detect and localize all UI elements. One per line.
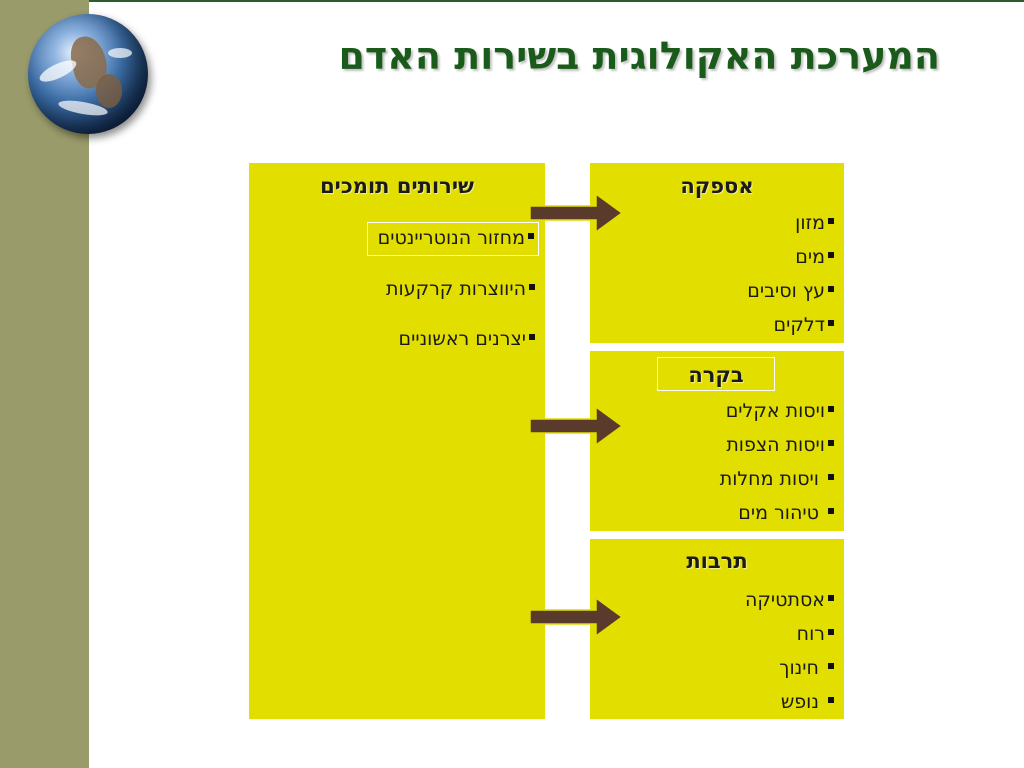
bullet-icon bbox=[828, 473, 834, 480]
list-item: נופש bbox=[745, 685, 834, 719]
list-item: אסתטיקה bbox=[745, 583, 834, 617]
bullet-icon bbox=[828, 251, 834, 258]
regulation-box: בקרה ויסות אקלים ויסות הצפות ויסות מחלות… bbox=[590, 351, 844, 531]
support-services-box: שירותים תומכים מחזור הנוטריינטים היווצרו… bbox=[249, 163, 545, 719]
list-item: רוח bbox=[745, 617, 834, 651]
support-services-list: מחזור הנוטריינטים היווצרות קרקעות יצרנים… bbox=[366, 222, 539, 374]
bullet-icon bbox=[529, 333, 535, 340]
bullet-icon bbox=[529, 283, 535, 290]
cultural-box: תרבות אסתטיקה רוח חינוך נופש bbox=[590, 539, 844, 719]
bullet-icon bbox=[528, 232, 534, 239]
list-item: מזון bbox=[747, 206, 834, 240]
slide-title: המערכת האקולוגית בשירות האדם bbox=[338, 34, 940, 78]
list-item: ויסות מחלות bbox=[720, 462, 834, 496]
bullet-icon bbox=[828, 285, 834, 292]
bullet-icon bbox=[828, 507, 834, 514]
support-services-heading: שירותים תומכים bbox=[320, 174, 474, 198]
bullet-icon bbox=[828, 405, 834, 412]
right-arrow-icon bbox=[529, 192, 624, 234]
bullet-icon bbox=[828, 594, 834, 601]
bullet-icon bbox=[828, 439, 834, 446]
list-item: טיהור מים bbox=[720, 496, 834, 530]
earth-globe-icon bbox=[28, 14, 148, 134]
list-item: ויסות אקלים bbox=[720, 394, 834, 428]
list-item: ויסות הצפות bbox=[720, 428, 834, 462]
bullet-icon bbox=[828, 628, 834, 635]
list-item: מחזור הנוטריינטים bbox=[366, 222, 539, 256]
bullet-icon bbox=[828, 217, 834, 224]
right-arrow-icon bbox=[529, 596, 624, 638]
bullet-icon bbox=[828, 319, 834, 326]
bullet-icon bbox=[828, 696, 834, 703]
regulation-heading: בקרה bbox=[657, 357, 775, 391]
provisioning-list: מזון מים עץ וסיבים דלקים bbox=[747, 206, 834, 342]
list-item: עץ וסיבים bbox=[747, 274, 834, 308]
right-arrow-icon bbox=[529, 405, 624, 447]
list-item: היווצרות קרקעות bbox=[367, 274, 535, 324]
list-item: מים bbox=[747, 240, 834, 274]
list-item: יצרנים ראשוניים bbox=[367, 324, 535, 374]
list-item: דלקים bbox=[747, 308, 834, 342]
list-item: חינוך bbox=[745, 651, 834, 685]
cultural-heading: תרבות bbox=[686, 549, 748, 573]
bullet-icon bbox=[828, 662, 834, 669]
cultural-list: אסתטיקה רוח חינוך נופש bbox=[745, 583, 834, 719]
provisioning-heading: אספקה bbox=[680, 174, 754, 198]
regulation-list: ויסות אקלים ויסות הצפות ויסות מחלות טיהו… bbox=[720, 394, 834, 530]
top-rule bbox=[0, 0, 1024, 2]
provisioning-box: אספקה מזון מים עץ וסיבים דלקים bbox=[590, 163, 844, 343]
